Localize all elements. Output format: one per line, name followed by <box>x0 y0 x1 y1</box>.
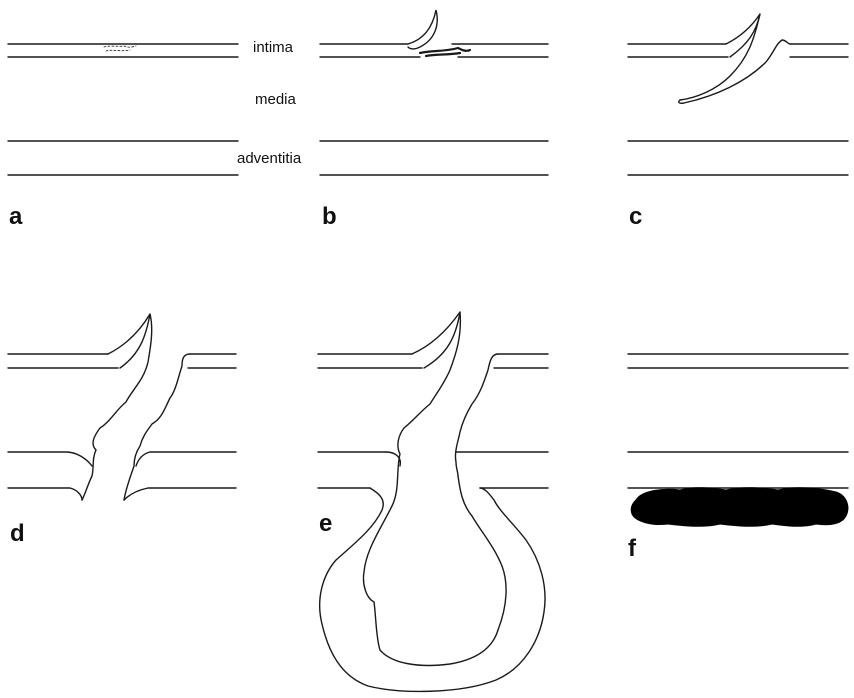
panel-f-wall <box>628 354 848 488</box>
panel-f-hematoma <box>631 488 848 527</box>
panel-d-wall <box>8 314 236 500</box>
adventitia-label: adventitia <box>237 151 301 166</box>
panel-a-wall <box>8 44 238 175</box>
intima-label: intima <box>253 40 293 55</box>
media-label: media <box>255 92 296 107</box>
panel-f-letter: f <box>628 537 636 561</box>
panel-b-letter: b <box>322 205 337 229</box>
panel-e-wall <box>318 312 548 691</box>
panel-a-letter: a <box>9 205 22 229</box>
panel-d-letter: d <box>10 522 25 546</box>
panel-c-letter: c <box>629 205 642 229</box>
panel-e-letter: e <box>319 512 332 536</box>
panel-c-wall <box>628 14 848 175</box>
panel-b-wall <box>320 10 548 175</box>
